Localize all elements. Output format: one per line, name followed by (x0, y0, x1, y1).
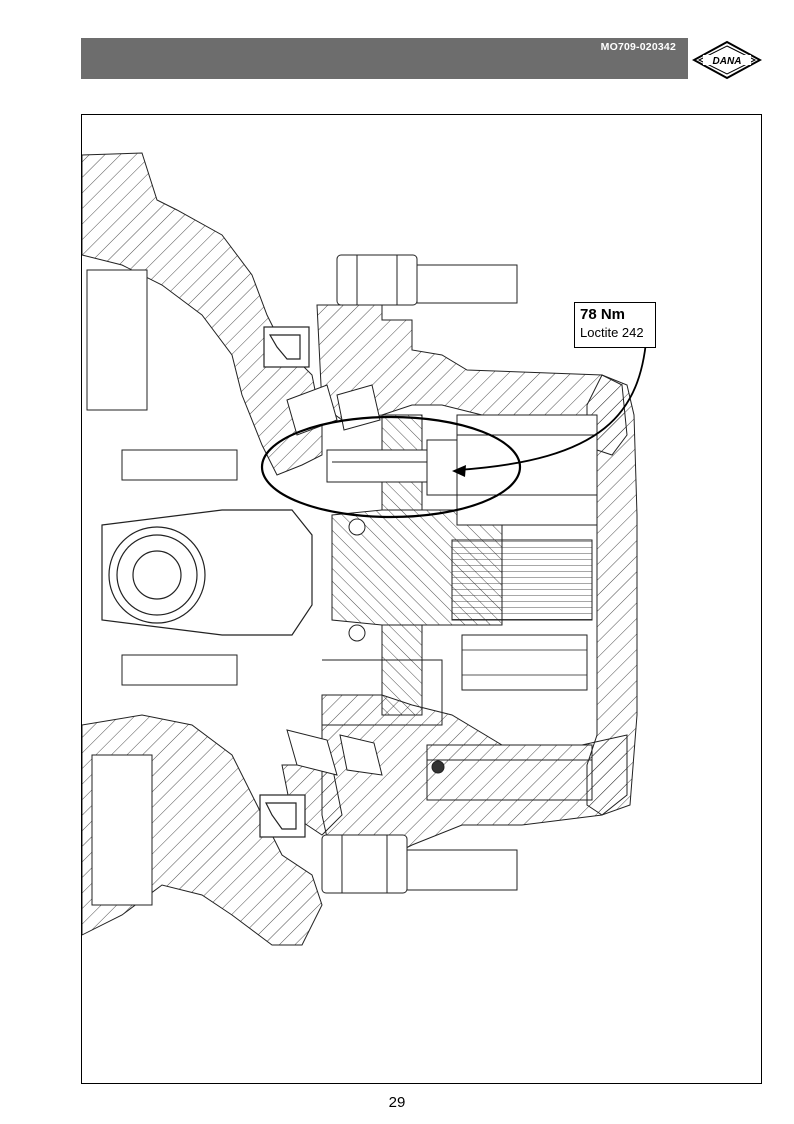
threadlocker-compound: Loctite 242 (580, 325, 644, 340)
page-number: 29 (388, 1094, 406, 1111)
figure-frame: 78 Nm Loctite 242 (81, 114, 762, 1084)
document-number: MO709-020342 (600, 41, 676, 53)
hub-assembly-drawing (82, 152, 648, 946)
logo-text: DANA (713, 56, 742, 67)
torque-callout: 78 Nm Loctite 242 (574, 302, 656, 348)
torque-value: 78 Nm (580, 306, 626, 323)
dana-logo-icon: DANA (692, 40, 762, 80)
header-bar: MO709-020342 (81, 38, 688, 79)
